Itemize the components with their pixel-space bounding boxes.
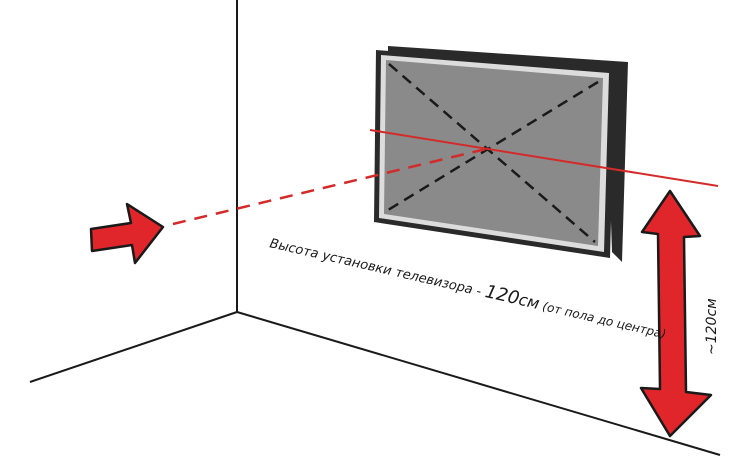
mounting-height-unit: см bbox=[517, 290, 542, 313]
tv-diagonal-2 bbox=[387, 80, 599, 212]
tv-diagonal-1 bbox=[388, 63, 596, 243]
tv-center-horizontal-line bbox=[369, 129, 719, 187]
center-lines bbox=[172, 129, 719, 226]
mounting-height-value: 120 bbox=[483, 281, 521, 309]
tv-set bbox=[374, 46, 628, 262]
mounting-height-note: (от пола до центра) bbox=[537, 298, 667, 341]
floor-back-edge bbox=[236, 311, 721, 456]
room-walls bbox=[29, 0, 721, 456]
right-arrow-icon bbox=[89, 202, 165, 265]
tv-screen bbox=[384, 60, 603, 246]
double-vertical-arrow-icon bbox=[639, 189, 713, 438]
sightline-dashed bbox=[172, 147, 487, 226]
vertical-height-label: ~120см bbox=[704, 298, 720, 355]
floor-left-edge bbox=[29, 311, 238, 383]
mounting-height-text: Высота установки телевизора - bbox=[268, 236, 487, 300]
